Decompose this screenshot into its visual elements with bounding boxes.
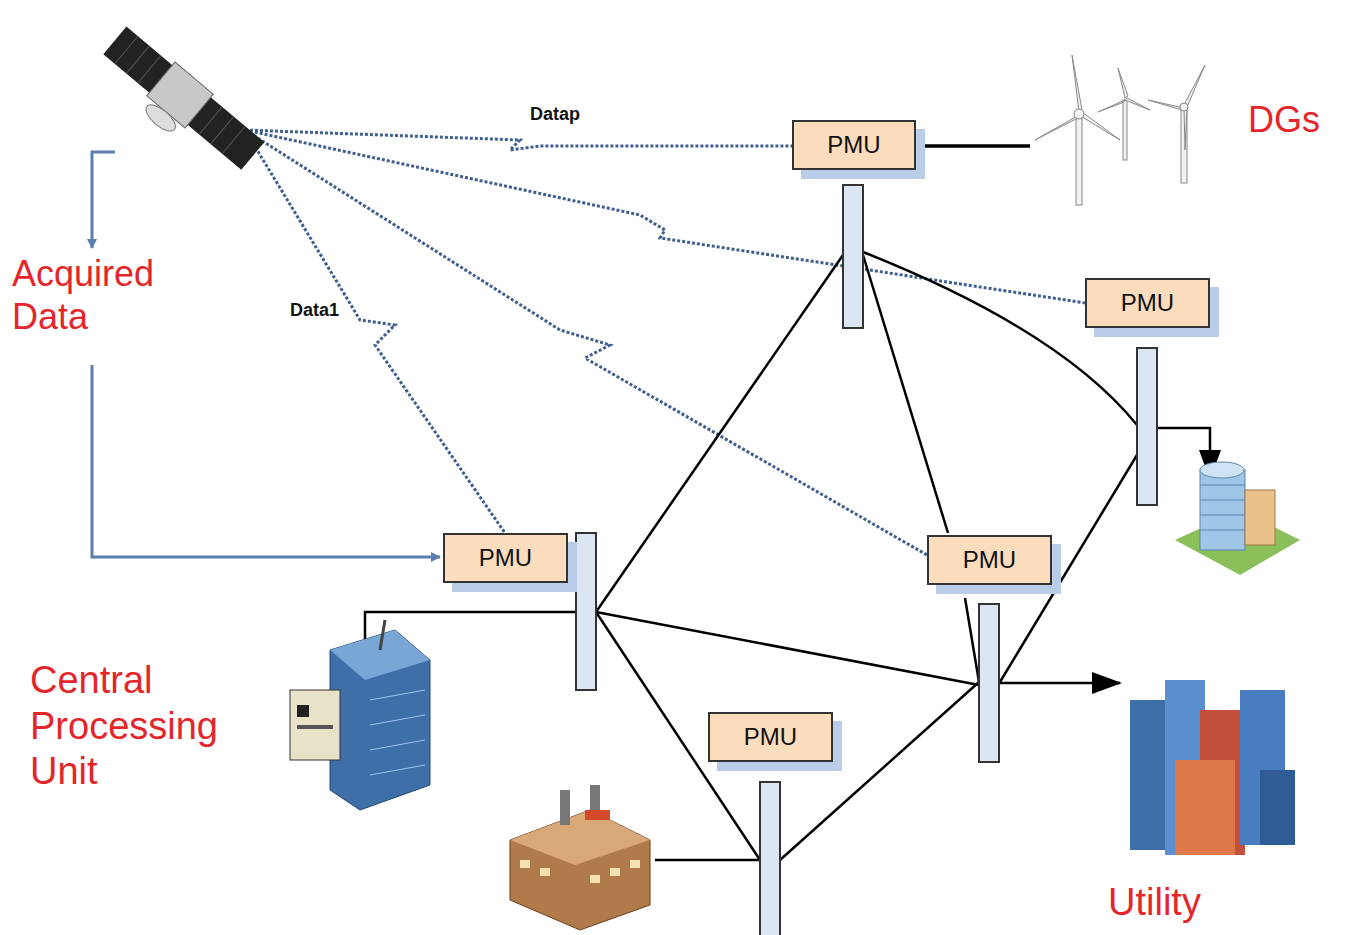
acquired-data-arrow xyxy=(92,152,440,557)
pmu-box: PMU xyxy=(927,535,1052,585)
wind-turbine-icon xyxy=(1035,55,1205,205)
dg-label: DGs xyxy=(1248,98,1320,141)
bus-bar xyxy=(576,185,1157,935)
power-lines xyxy=(365,146,1210,860)
cpu-label: Central Processing Unit xyxy=(30,658,255,795)
office-building-icon xyxy=(1175,462,1300,575)
pmu-box: PMU xyxy=(708,712,833,762)
satellite-links xyxy=(245,130,1085,555)
pmu-box: PMU xyxy=(1085,278,1210,328)
city-icon xyxy=(1130,680,1295,855)
pmu-box: PMU xyxy=(792,120,916,170)
data-link-label: Datap xyxy=(528,104,582,126)
node-text: PMU xyxy=(1121,289,1174,317)
node-text: PMU xyxy=(963,546,1016,574)
satellite-icon xyxy=(90,24,266,186)
pmu-box: PMU xyxy=(443,533,568,583)
node-text: PMU xyxy=(744,723,797,751)
data-link-label: Data1 xyxy=(290,300,339,322)
utility-label: Utility xyxy=(1108,880,1201,926)
node-text: PMU xyxy=(827,131,880,159)
acquired-data-label: Acquired Data xyxy=(12,252,190,338)
node-text: PMU xyxy=(479,544,532,572)
factory-icon xyxy=(510,785,650,930)
data-center-icon xyxy=(290,620,430,810)
